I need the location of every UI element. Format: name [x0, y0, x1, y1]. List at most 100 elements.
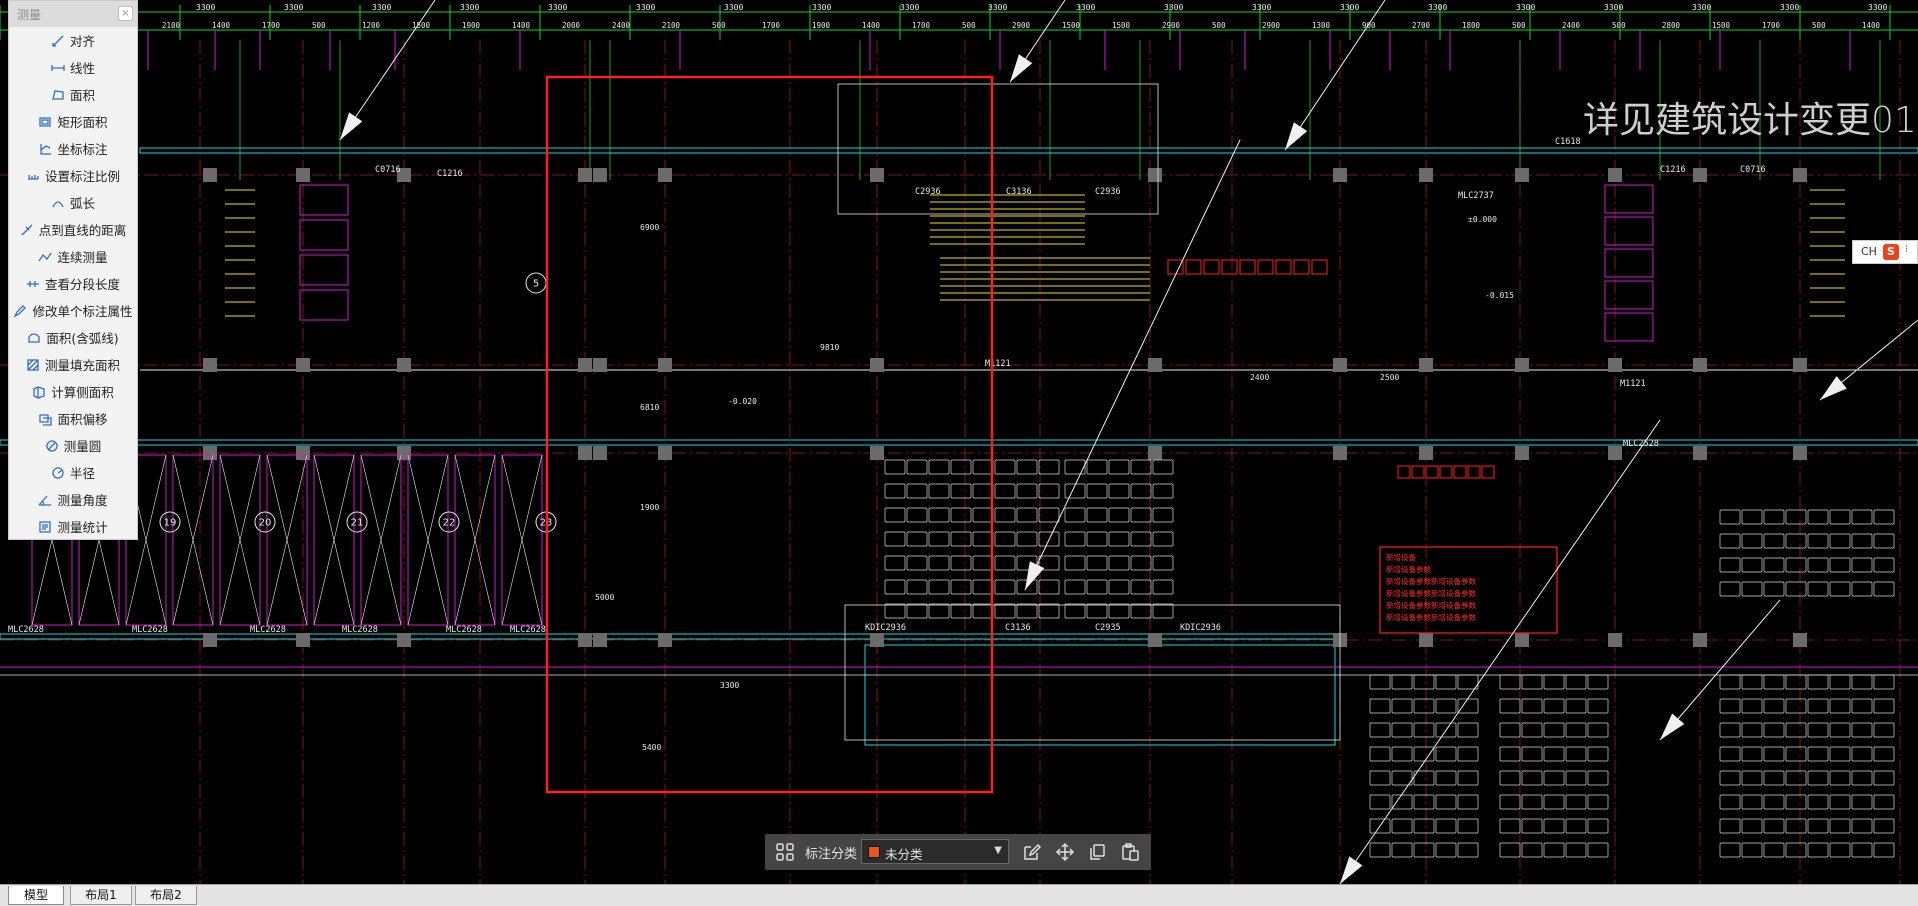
- drawing-label: MLC2628: [510, 625, 546, 635]
- angle-icon: [38, 493, 52, 507]
- equipment-note-line: 新增设备参数: [1386, 564, 1431, 574]
- move-icon[interactable]: [1055, 842, 1075, 862]
- measure-tool-area-offset[interactable]: 面积偏移: [9, 405, 137, 432]
- measure-tool-statistics[interactable]: 测量统计: [9, 513, 137, 540]
- measure-tool-label: 对齐: [69, 34, 95, 49]
- leader-arrowhead: [1340, 856, 1363, 884]
- desk-block: [1499, 794, 1521, 810]
- axis-bubble-label: 22: [443, 518, 456, 529]
- desk-block: [1413, 842, 1435, 858]
- desk-block: [1152, 459, 1174, 475]
- structural-column: [658, 358, 672, 372]
- desk-block: [1763, 557, 1785, 573]
- wall-band: [864, 644, 1336, 746]
- dimension-text: 3300: [284, 3, 303, 12]
- structural-column: [658, 168, 672, 182]
- ime-more-icon[interactable]: ⁝: [1905, 244, 1909, 255]
- measure-tool-area-measure[interactable]: 面积: [9, 81, 137, 108]
- measure-tool-coordinate[interactable]: 坐标标注: [9, 135, 137, 162]
- desk-block: [1130, 603, 1152, 619]
- desk-block: [1565, 722, 1587, 738]
- measure-tool-segment-length[interactable]: 查看分段长度: [9, 270, 137, 297]
- measure-tool-align-measure[interactable]: 对齐: [9, 27, 137, 54]
- dimension-text: 1700: [1762, 21, 1781, 30]
- measure-tool-arc-area[interactable]: 面积(含弧线): [9, 324, 137, 351]
- desk-block: [1391, 794, 1413, 810]
- desk-block: [1521, 746, 1543, 762]
- leader-arrowhead: [1285, 122, 1308, 150]
- measure-tool-rect-area[interactable]: 矩形面积: [9, 108, 137, 135]
- stall: [1604, 312, 1654, 342]
- measure-tool-angle[interactable]: 测量角度: [9, 486, 137, 513]
- equipment-note-line: 新增设备: [1386, 552, 1416, 562]
- equipment-block: [1167, 259, 1184, 275]
- structural-column: [203, 633, 217, 647]
- structural-column: [1419, 633, 1433, 647]
- drawing-label: MLC2628: [8, 625, 44, 635]
- outline-box: [844, 604, 1341, 741]
- tab-layout-1[interactable]: 布局1: [70, 886, 132, 905]
- copy-icon[interactable]: [1087, 842, 1107, 862]
- desk-block: [1719, 581, 1741, 597]
- side-area-icon: [32, 385, 46, 399]
- structural-column: [1515, 358, 1529, 372]
- paste-icon[interactable]: [1120, 842, 1140, 862]
- measure-tool-radius[interactable]: 半径: [9, 459, 137, 486]
- measure-tool-scale[interactable]: 设置标注比例: [9, 162, 137, 189]
- close-icon[interactable]: ×: [118, 6, 133, 21]
- measure-tool-label: 弧长: [69, 196, 95, 211]
- desk-block: [1130, 555, 1152, 571]
- structural-column: [1608, 446, 1622, 460]
- dimension-text: 2800: [1662, 21, 1681, 30]
- desk-block: [1152, 555, 1174, 571]
- ime-indicator[interactable]: CH S ⁝: [1852, 240, 1918, 264]
- tab-model[interactable]: 模型: [8, 886, 64, 905]
- equipment-block: [1439, 465, 1453, 479]
- axis-bubble-label: 21: [351, 518, 364, 529]
- measure-tool-side-area[interactable]: 计算侧面积: [9, 378, 137, 405]
- desk-block: [1741, 746, 1763, 762]
- desk-block: [1435, 674, 1457, 690]
- measure-tool-label: 面积偏移: [57, 412, 108, 427]
- measure-tool-circle-measure[interactable]: 测量圆: [9, 432, 137, 459]
- area-measure-icon: [51, 88, 65, 102]
- desk-block: [1152, 579, 1174, 595]
- grid-layout-icon[interactable]: [775, 842, 795, 862]
- desk-block: [1413, 674, 1435, 690]
- tab-layout-2[interactable]: 布局2: [135, 886, 197, 905]
- dimension-text: 3300: [1516, 3, 1535, 12]
- drawing-label: -0.020: [728, 397, 757, 406]
- desk-block: [1457, 746, 1479, 762]
- measure-tool-point-line[interactable]: 点到直线的距离: [9, 216, 137, 243]
- desk-block: [1741, 722, 1763, 738]
- wall-band: [139, 147, 1918, 154]
- arc-length-icon: [51, 196, 65, 210]
- structural-column: [870, 358, 884, 372]
- measure-tool-arc-length[interactable]: 弧长: [9, 189, 137, 216]
- desk-block: [1565, 818, 1587, 834]
- desk-block: [906, 459, 928, 475]
- measure-tool-linear-measure[interactable]: 线性: [9, 54, 137, 81]
- structural-column: [593, 168, 607, 182]
- measure-tool-continuous-measure[interactable]: 连续测量: [9, 243, 137, 270]
- desk-block: [1587, 746, 1609, 762]
- structural-column: [296, 633, 310, 647]
- desk-block: [1369, 674, 1391, 690]
- dimension-text: 3300: [196, 3, 215, 12]
- category-select[interactable]: 未分类 ▼: [861, 839, 1009, 864]
- structural-column: [658, 633, 672, 647]
- measure-tool-fill-area[interactable]: 测量填充面积: [9, 351, 137, 378]
- edit-icon[interactable]: [1022, 842, 1042, 862]
- selection-rectangle[interactable]: [545, 75, 994, 794]
- desk-block: [1391, 770, 1413, 786]
- equipment-block: [1481, 465, 1495, 479]
- desk-block: [1763, 770, 1785, 786]
- desk-block: [950, 483, 972, 499]
- measure-tool-label: 查看分段长度: [44, 277, 120, 292]
- desk-block: [928, 579, 950, 595]
- drawing-label: C1618: [1555, 137, 1581, 147]
- desk-block: [1873, 674, 1895, 690]
- measure-tool-edit-dimension[interactable]: 修改单个标注属性: [9, 297, 137, 324]
